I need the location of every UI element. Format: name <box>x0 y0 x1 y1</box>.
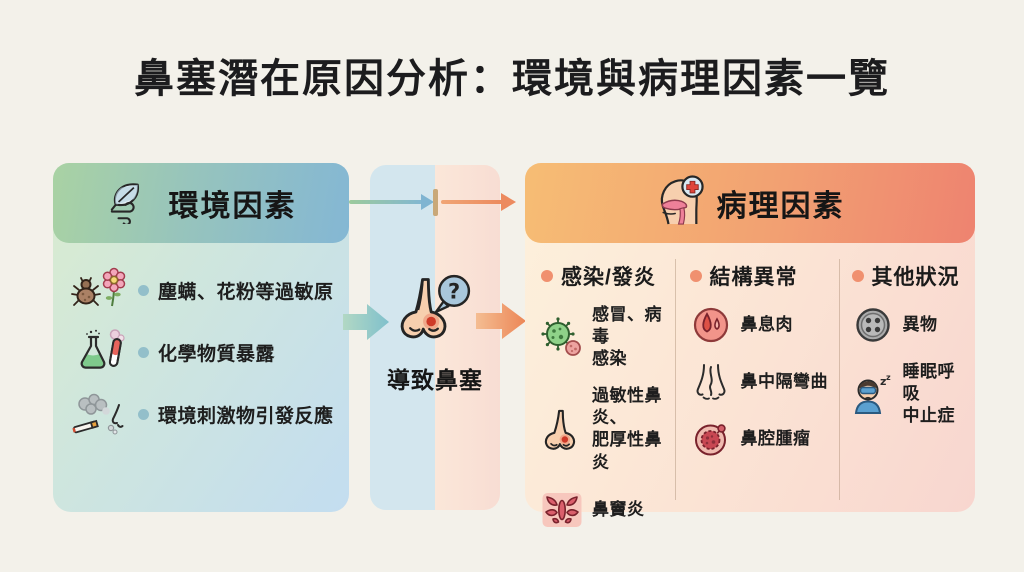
nose-question-icon: ? <box>393 270 477 357</box>
orange-arrow-icon <box>476 300 528 347</box>
environment-item-list: 塵螨、花粉等過敏原 <box>71 259 333 445</box>
path-item-label: 感冒、病毒 感染 <box>592 305 662 369</box>
environment-panel-header: 環境因素 <box>53 163 349 243</box>
path-item-septum: 鼻中隔彎曲 <box>690 361 835 403</box>
chemical-flask-icon <box>71 329 129 375</box>
env-item-chemicals: 化學物質暴露 <box>71 321 333 383</box>
inflamed-nose-icon <box>541 408 583 451</box>
foreign-object-button-icon <box>852 304 894 346</box>
column-infection-heading: 感染/發炎 <box>541 261 671 291</box>
path-item-polyp: 鼻息肉 <box>690 304 835 346</box>
bullet-dot <box>689 270 702 282</box>
top-arrow-tick <box>433 189 438 216</box>
path-item-label: 鼻竇炎 <box>592 499 645 519</box>
svg-text:z: z <box>886 373 891 382</box>
column-heading-label: 其他狀況 <box>871 266 960 289</box>
pathology-panel-header: 病理因素 <box>525 163 975 243</box>
leaf-wind-icon <box>106 178 156 229</box>
smoke-irritant-icon <box>71 391 129 437</box>
top-arrow-orange-arrowhead-icon <box>501 193 516 211</box>
pathology-columns: 感染/發炎 <box>525 243 975 527</box>
bullet-dot <box>138 284 149 296</box>
column-structural-heading: 結構異常 <box>689 261 835 291</box>
env-item-label: 環境刺激物引發反應 <box>158 405 334 427</box>
path-item-label: 異物 <box>902 314 938 334</box>
column-infection: 感染/發炎 <box>537 259 675 527</box>
path-item-label: 鼻息肉 <box>740 314 794 334</box>
virus-icon <box>541 316 583 358</box>
path-item-label: 鼻腔腫瘤 <box>740 428 811 448</box>
env-item-allergens: 塵螨、花粉等過敏原 <box>71 259 333 321</box>
bullet-dot <box>138 408 149 420</box>
top-arrow-blue-arrowhead-icon <box>421 194 434 210</box>
environment-panel: 環境因素 <box>53 163 349 512</box>
path-item-sleep-apnea: z z 睡眠呼吸 中止症 <box>852 361 964 427</box>
top-arrow-orange-segment <box>441 200 503 204</box>
pathology-panel-title: 病理因素 <box>716 190 845 223</box>
bullet-dot <box>851 270 864 282</box>
nasal-polyp-icon <box>690 304 732 346</box>
bullet-dot <box>138 346 149 358</box>
column-heading-label: 結構異常 <box>709 266 798 289</box>
path-item-tumor: 鼻腔腫瘤 <box>690 418 835 460</box>
column-other-heading: 其他狀況 <box>851 261 964 291</box>
top-arrow-green-segment <box>349 200 423 204</box>
env-item-label: 塵螨、花粉等過敏原 <box>158 281 334 303</box>
sinusitis-icon <box>541 489 583 531</box>
column-other: 其他狀況 異物 <box>840 259 968 500</box>
path-item-sinusitis: 鼻竇炎 <box>541 489 671 531</box>
path-item-rhinitis: 過敏性鼻炎、 肥厚性鼻炎 <box>541 385 671 473</box>
svg-text:?: ? <box>448 280 460 304</box>
path-item-label: 過敏性鼻炎、 肥厚性鼻炎 <box>592 386 662 472</box>
head-medical-icon <box>656 174 704 232</box>
column-heading-label: 感染/發炎 <box>561 266 656 289</box>
nasal-tumor-icon <box>690 418 732 460</box>
path-item-label: 睡眠呼吸 中止症 <box>902 362 955 426</box>
env-item-label: 化學物質暴露 <box>158 343 276 365</box>
teal-arrow-icon <box>343 302 391 347</box>
center-connector: ? 導致鼻塞 <box>370 165 500 510</box>
environment-panel-title: 環境因素 <box>168 190 297 223</box>
svg-text:z: z <box>880 375 886 388</box>
page-title: 鼻塞潛在原因分析：環境與病理因素一覽 <box>134 57 890 101</box>
path-item-label: 鼻中隔彎曲 <box>740 371 829 391</box>
column-structural: 結構異常 鼻息肉 <box>674 259 840 500</box>
path-item-foreign-object: 異物 <box>852 304 964 346</box>
pathology-panel: 病理因素 感染/發炎 <box>525 163 975 527</box>
bullet-dot <box>541 270 553 282</box>
env-item-irritants: 環境刺激物引發反應 <box>71 383 333 445</box>
path-item-virus: 感冒、病毒 感染 <box>541 304 671 370</box>
mite-flower-icon <box>71 267 129 313</box>
center-label: 導致鼻塞 <box>387 367 483 393</box>
sleep-apnea-icon: z z <box>852 373 894 415</box>
deviated-septum-icon <box>690 361 732 403</box>
